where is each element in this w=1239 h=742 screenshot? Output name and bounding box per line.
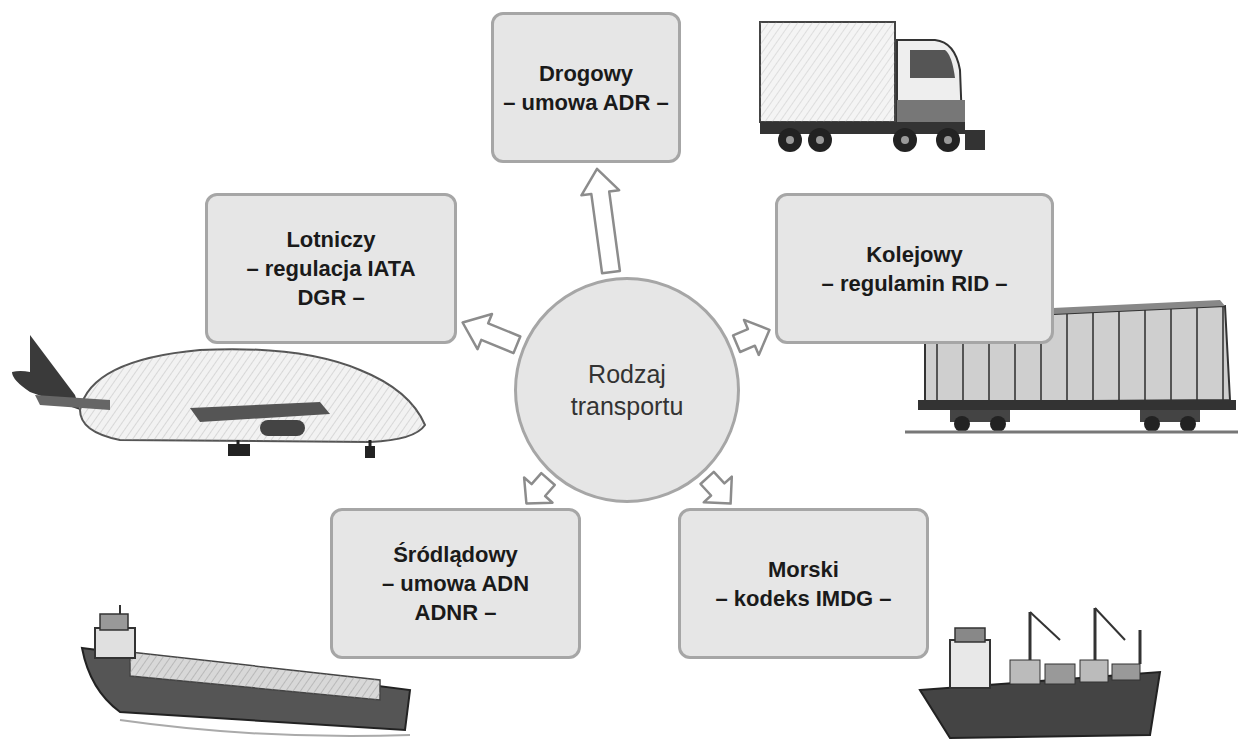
box-heading: Kolejowy (866, 240, 963, 269)
block-arrow (463, 314, 521, 353)
truck-illustration (760, 22, 985, 152)
transport-box: Śródlądowy– umowa ADN ADNR – (330, 508, 581, 659)
box-heading: Drogowy (539, 59, 633, 88)
center-circle: Rodzaj transportu (514, 277, 740, 503)
box-heading: Rodzaj transportu (547, 358, 707, 422)
transport-box: Drogowy– umowa ADR – (491, 12, 681, 163)
block-arrow (524, 473, 555, 503)
block-arrow (733, 320, 769, 355)
plane-illustration (12, 335, 425, 458)
box-heading: Lotniczy (286, 225, 375, 254)
box-heading: Śródlądowy (393, 540, 518, 569)
box-body: – kodeks IMDG – (715, 584, 891, 613)
transport-box: Lotniczy– regulacja IATA DGR – (205, 193, 457, 344)
box-body: – umowa ADR – (503, 88, 668, 117)
box-body: – regulamin RID – (822, 269, 1008, 298)
box-body: – regulacja IATA DGR – (231, 254, 431, 312)
transport-box: Morski– kodeks IMDG – (678, 508, 929, 659)
block-arrow (701, 472, 732, 504)
block-arrow (581, 169, 620, 273)
transport-box: Kolejowy– regulamin RID – (775, 193, 1054, 344)
ship-illustration (920, 608, 1160, 738)
box-body: – umowa ADN ADNR – (371, 569, 541, 627)
box-heading: Morski (768, 555, 839, 584)
